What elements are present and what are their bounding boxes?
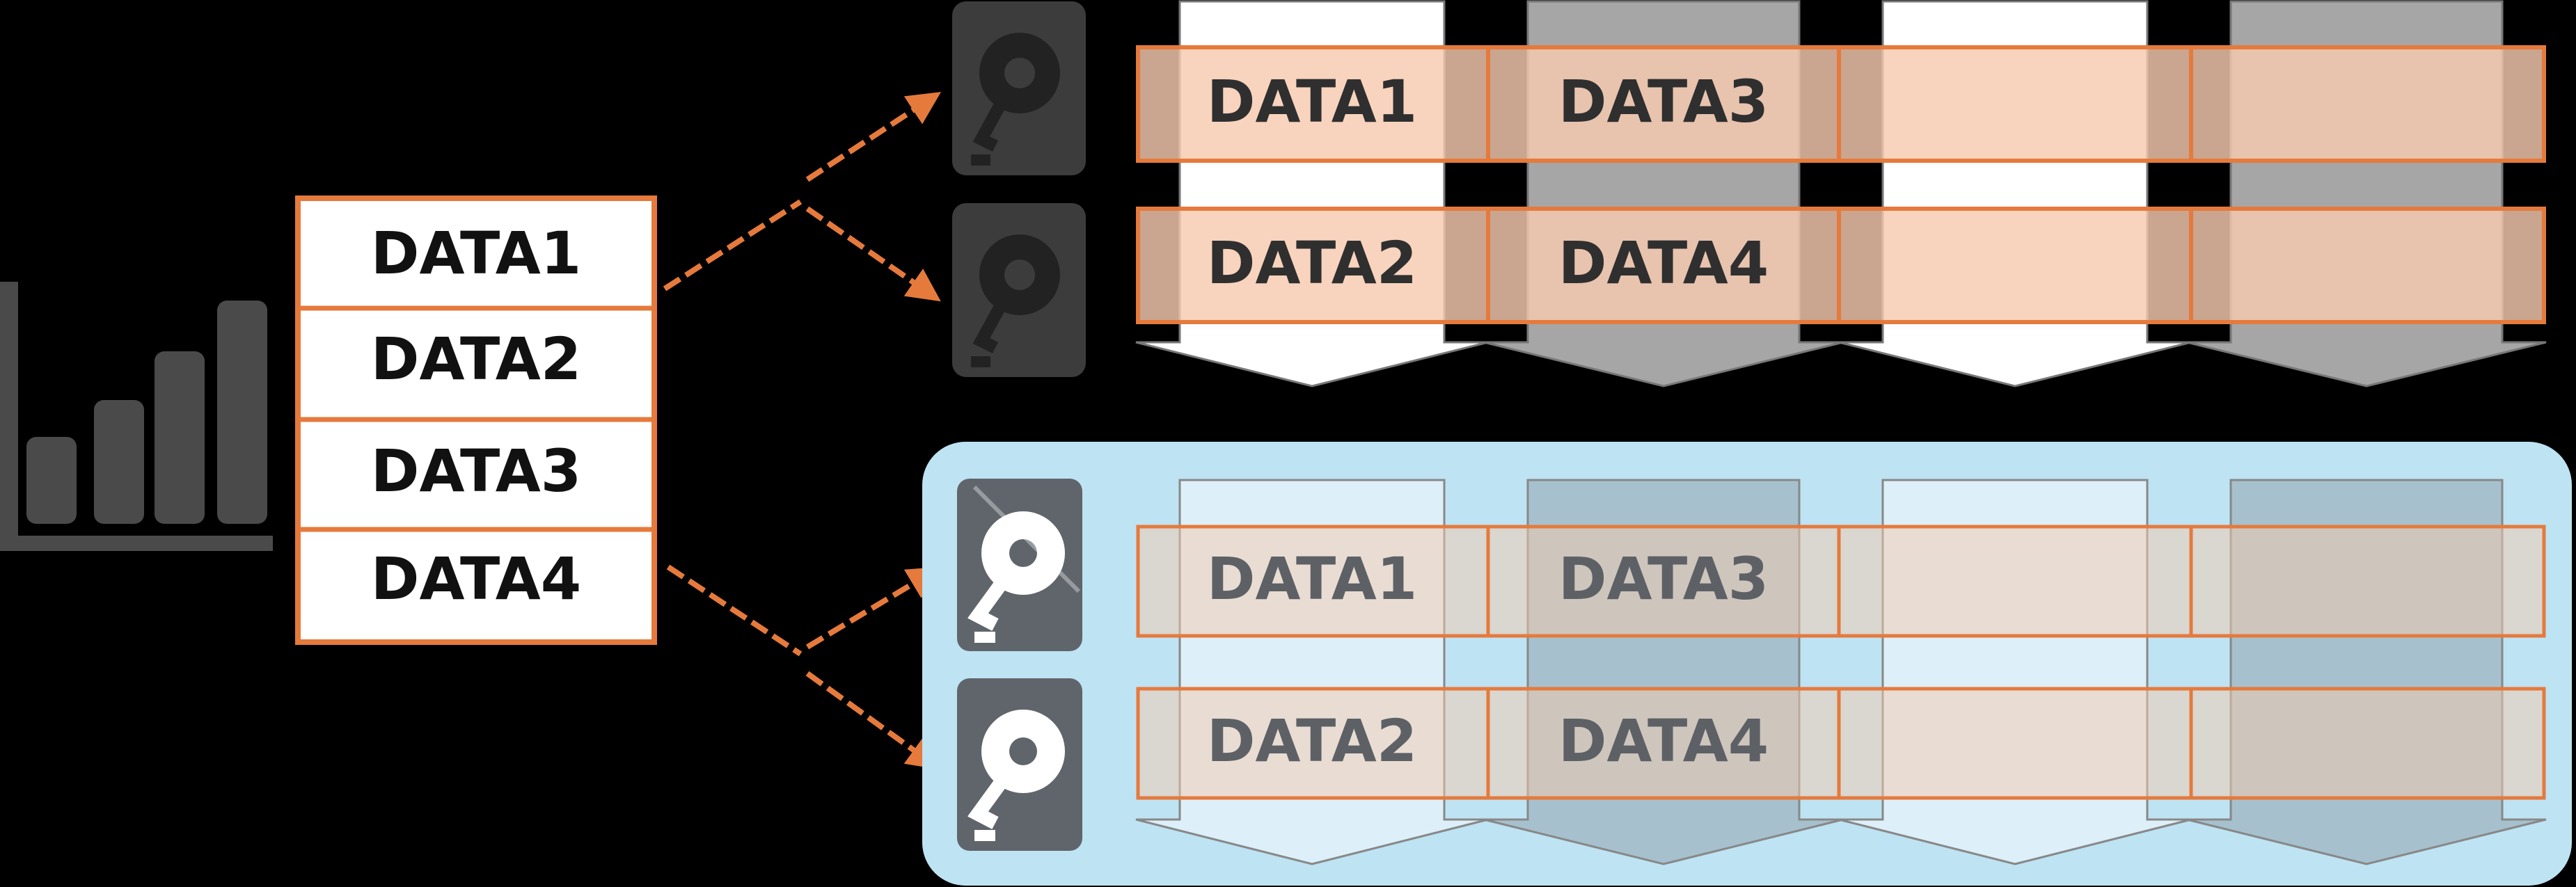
- hard-disk-icon: [957, 479, 1082, 651]
- hard-disk-icon: [952, 1, 1086, 175]
- data-block-label: DATA1: [1207, 545, 1417, 613]
- bar-chart-icon: [0, 282, 273, 551]
- data-block-label: DATA1: [1207, 67, 1417, 136]
- bottom-array: DATA1 DATA3 DATA2 DATA4: [922, 442, 2572, 886]
- split-arrows-top: [663, 92, 942, 302]
- disk-row: [1136, 525, 2546, 638]
- split-arrows-bottom: [666, 564, 942, 770]
- data-block-label: DATA3: [1558, 67, 1769, 136]
- source-data-table: DATA1 DATA2 DATA3 DATA4: [295, 195, 657, 645]
- data-block-label: DATA4: [1558, 229, 1769, 297]
- table-row-label: DATA3: [371, 437, 581, 505]
- disk-row: [1136, 687, 2546, 800]
- hard-disk-icon: [957, 678, 1082, 851]
- table-row-label: DATA2: [371, 325, 581, 393]
- disk-row: [1136, 45, 2546, 163]
- data-block-label: DATA2: [1207, 707, 1417, 775]
- hard-disk-icon: [952, 203, 1086, 377]
- data-block-label: DATA2: [1207, 229, 1417, 297]
- table-row-label: DATA4: [371, 545, 581, 613]
- data-block-label: DATA3: [1558, 545, 1769, 613]
- disk-row: [1136, 207, 2546, 324]
- table-row-label: DATA1: [371, 219, 581, 287]
- top-array: DATA1 DATA3 DATA2 DATA4: [952, 0, 2547, 387]
- data-block-label: DATA4: [1558, 707, 1769, 775]
